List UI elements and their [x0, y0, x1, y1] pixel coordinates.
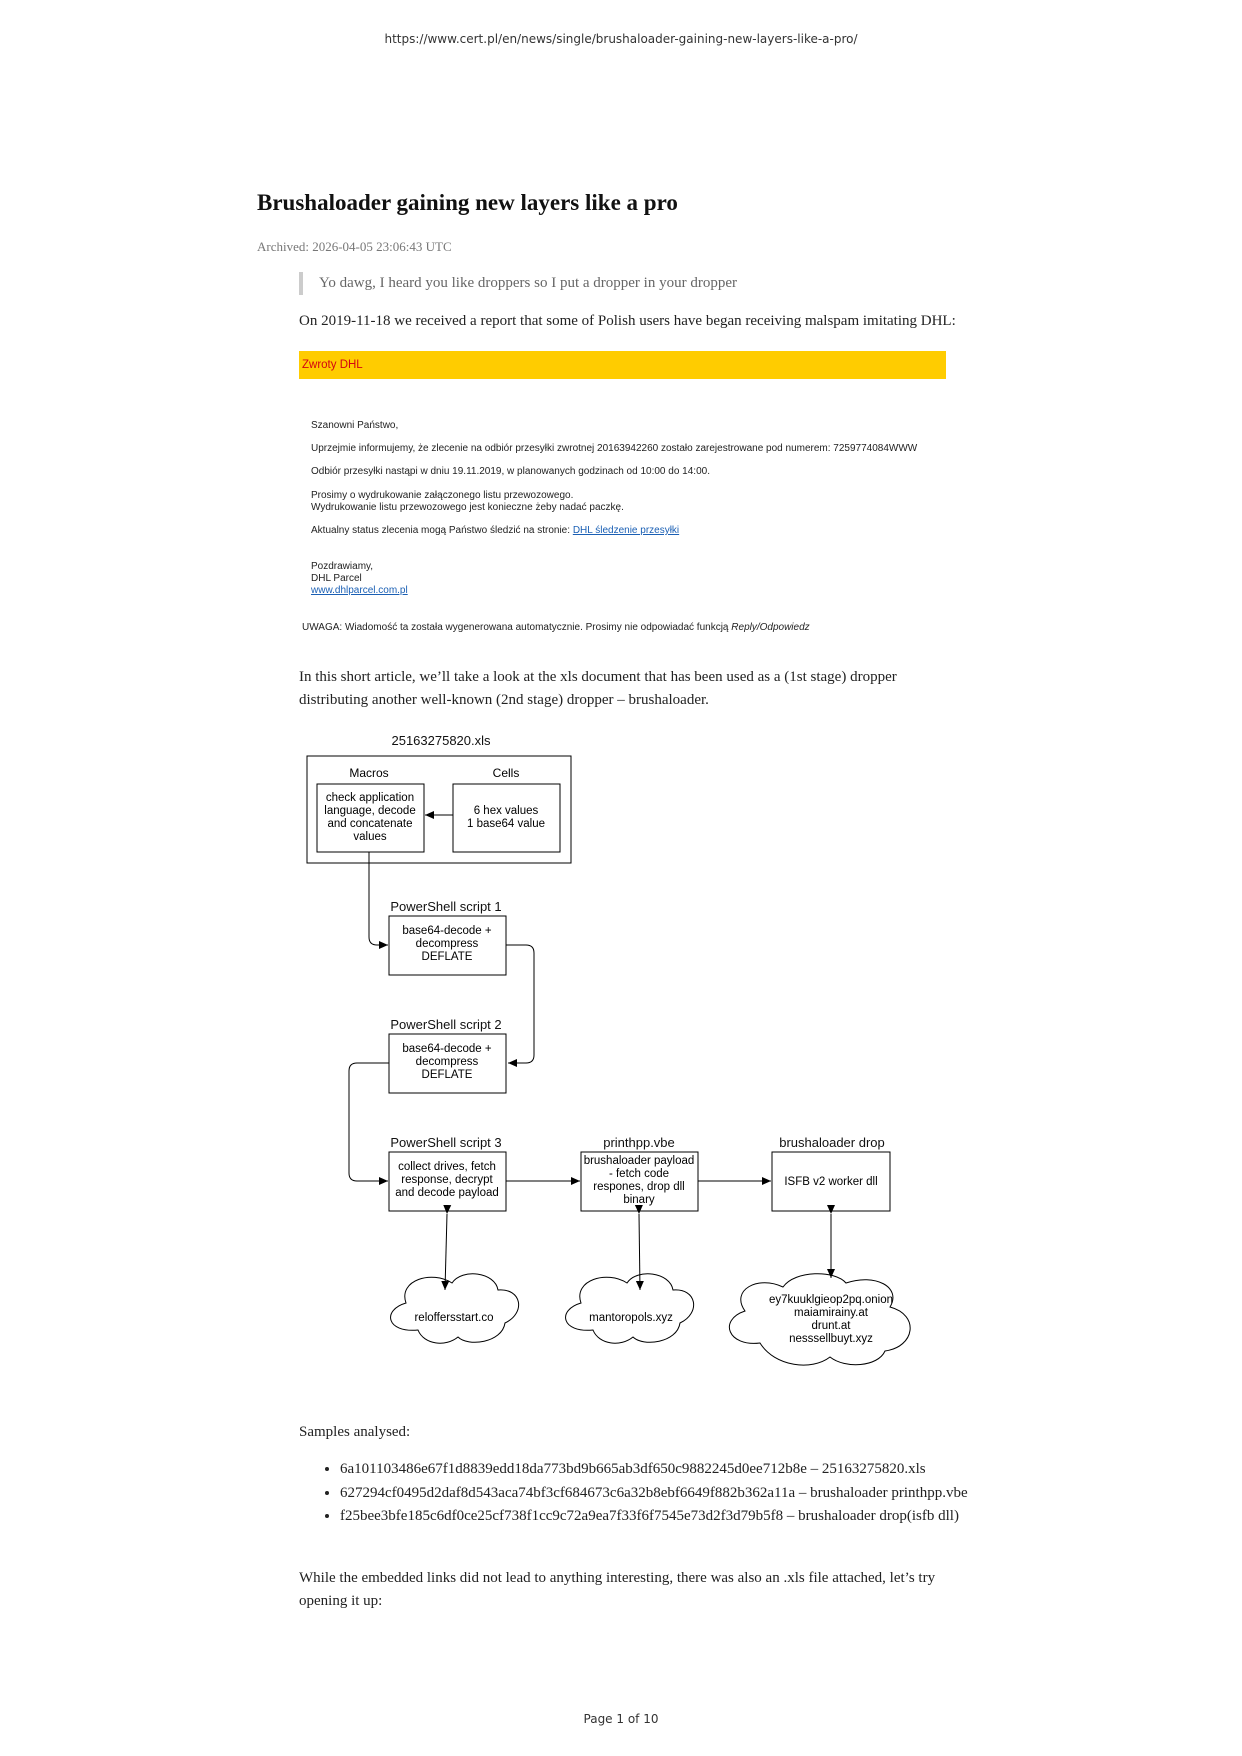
diagram-text-line: reloffersstart.co — [414, 1312, 493, 1324]
page-number: Page 1 of 10 — [583, 1712, 659, 1726]
email-line-3a: Prosimy o wydrukowanie załączonego listu… — [311, 490, 574, 501]
infection-chain-diagram: 25163275820.xls Macros Cells check appli… — [290, 735, 940, 1385]
closing-paragraph: While the embedded links did not lead to… — [299, 1570, 936, 1609]
macros-label: Macros — [349, 766, 388, 780]
arrow-ps2-to-ps3 — [348, 1062, 389, 1185]
article-title: Brushaloader gaining new layers like a p… — [257, 190, 678, 215]
arrow-ps3-cloud-1 — [441, 1204, 452, 1291]
email-status-line: Aktualny status zlecenia mogą Państwo śl… — [311, 525, 679, 536]
drop-box-text: ISFB v2 worker dll — [784, 1176, 877, 1188]
email-line-1: Uprzejmie informujemy, że zlecenie na od… — [311, 443, 918, 454]
email-sign-1: Pozdrawiamy, — [311, 561, 374, 572]
diagram-text-line: drunt.at — [812, 1320, 852, 1332]
diagram-text-line: DEFLATE — [422, 951, 473, 963]
arrow-macros-to-ps1 — [368, 852, 388, 949]
email-header-title: Zwroty DHL — [302, 359, 363, 371]
diagram-text-line: decompress — [416, 1056, 479, 1068]
diagram-text-line: base64-decode + — [402, 1043, 491, 1055]
email-screenshot: Zwroty DHL Szanowni Państwo, Uprzejmie i… — [299, 351, 946, 641]
diagram-text-line: respones, drop dll — [593, 1181, 684, 1193]
diagram-text-line: binary — [623, 1194, 655, 1206]
xls-container-box — [306, 755, 572, 864]
macros-box — [316, 783, 425, 853]
page-url: https://www.cert.pl/en/news/single/brush… — [384, 32, 858, 46]
samples-heading: Samples analysed: — [299, 1424, 411, 1440]
diagram-text-line: check application — [326, 792, 414, 804]
cloud-1 — [390, 1273, 520, 1344]
cloud-1-text: reloffersstart.co — [414, 1312, 493, 1324]
email-sign-2: DHL Parcel — [311, 573, 362, 584]
diagram-text-line: ey7kuuklgieop2pq.onion — [769, 1294, 893, 1306]
archived-timestamp: Archived: 2026-04-05 23:06:43 UTC — [257, 239, 452, 254]
email-greeting: Szanowni Państwo, — [311, 420, 399, 431]
email-footer-note: UWAGA: Wiadomość ta została wygenerowana… — [302, 622, 810, 633]
diagram-text-line: maiamirainy.at — [794, 1307, 869, 1319]
diagram-text-line: - fetch code — [609, 1168, 669, 1180]
diagram-text-line: decompress — [416, 938, 479, 950]
email-line-3b: Wydrukowanie listu przewozowego jest kon… — [311, 502, 624, 513]
vbe-label: printhpp.vbe — [603, 1135, 675, 1150]
article-paragraph-2: In this short article, we’ll take a look… — [299, 669, 897, 708]
drop-label: brushaloader drop — [779, 1135, 885, 1150]
diagram-text-line: mantoropols.xyz — [589, 1312, 673, 1324]
email-line-2: Odbiór przesyłki nastąpi w dniu 19.11.20… — [311, 466, 710, 477]
cells-box — [452, 783, 561, 853]
xls-file-label: 25163275820.xls — [391, 735, 491, 748]
diagram-text-line: 1 base64 value — [467, 818, 545, 830]
email-sign-link[interactable]: www.dhlparcel.com.pl — [311, 585, 408, 596]
cloud-2-text: mantoropols.xyz — [589, 1312, 673, 1324]
email-footer-text: UWAGA: Wiadomość ta została wygenerowana… — [302, 622, 732, 633]
cloud-2 — [565, 1273, 695, 1344]
email-footer-italic: Reply/Odpowiedz — [731, 622, 810, 633]
diagram-text-line: values — [353, 831, 386, 843]
diagram-text-line: response, decrypt — [401, 1174, 493, 1186]
diagram-text-line: brushaloader payload — [584, 1155, 695, 1167]
cloud-3 — [728, 1273, 911, 1366]
ps2-label: PowerShell script 2 — [390, 1017, 501, 1032]
arrow-ps1-to-ps2 — [506, 944, 535, 1067]
ps3-label: PowerShell script 3 — [390, 1135, 501, 1150]
diagram-text-line: 6 hex values — [474, 805, 539, 817]
article-quote: Yo dawg, I heard you like droppers so I … — [299, 272, 737, 295]
samples-list: 6a101103486e67f1d8839edd18da773bd9b665ab… — [320, 1458, 980, 1529]
email-status-text: Aktualny status zlecenia mogą Państwo śl… — [311, 525, 573, 536]
diagram-text-line: DEFLATE — [422, 1069, 473, 1081]
email-header-bar: Zwroty DHL — [299, 351, 946, 379]
diagram-text-line: ISFB v2 worker dll — [784, 1176, 877, 1188]
sample-item: 6a101103486e67f1d8839edd18da773bd9b665ab… — [340, 1458, 980, 1482]
diagram-text-line: collect drives, fetch — [398, 1161, 496, 1173]
diagram-text-line: and decode payload — [395, 1187, 499, 1199]
diagram-text-line: and concatenate — [327, 818, 412, 830]
ps1-label: PowerShell script 1 — [390, 899, 501, 914]
cells-label: Cells — [493, 766, 520, 780]
diagram-text-line: nesssellbuyt.xyz — [789, 1333, 873, 1345]
sample-item: f25bee3bfe185c6df0ce25cf738f1cc9c72a9ea7… — [340, 1505, 980, 1529]
diagram-text-line: language, decode — [324, 805, 415, 817]
sample-item: 627294cf0495d2daf8d543aca74bf3cf684673c6… — [340, 1482, 980, 1506]
arrow-vbe-cloud-2 — [634, 1204, 644, 1291]
email-status-link[interactable]: DHL śledzenie przesyłki — [572, 525, 680, 536]
intro-paragraph: On 2019-11-18 we received a report that … — [299, 313, 956, 329]
diagram-text-line: base64-decode + — [402, 925, 491, 937]
